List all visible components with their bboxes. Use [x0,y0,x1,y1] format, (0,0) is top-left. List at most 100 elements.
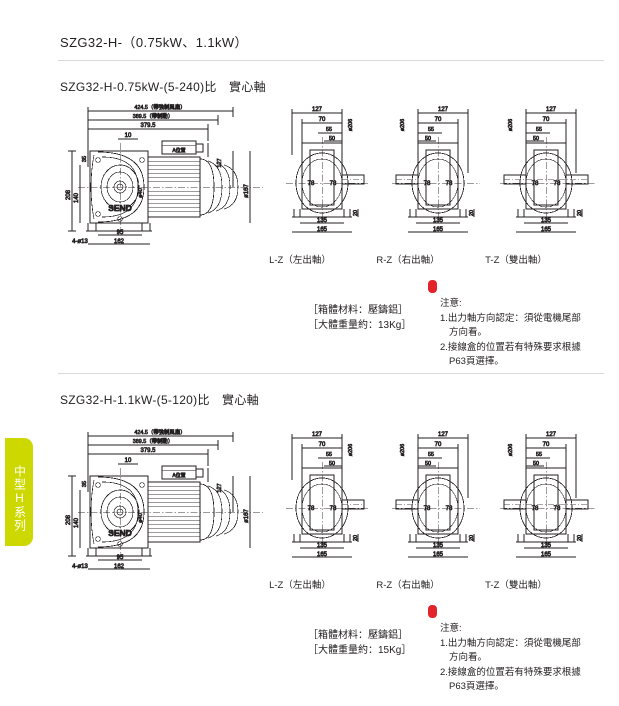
dim-127-main: 127 [217,158,223,167]
dim-20: 20 [577,535,583,541]
side-view-lz: 127 70 55 50 [286,107,370,233]
dim-78-right: 78 [330,181,337,187]
dim-140: 140 [74,517,80,528]
caption-lz-1: L-Z（左出軸） [269,255,331,266]
dim-d206: ø206 [508,119,514,131]
dim-165: 165 [541,552,552,558]
dim-379: 379.5 [140,123,156,129]
page-title: SZG32-H-（0.75kW、1.1kW） [60,35,248,50]
dim-78-left: 78 [532,181,539,187]
note-2a-2: 2.接線盒的位置若有特殊要求根據 [440,666,581,678]
section2-drawing: 424.5（帶強制風扇） 389.5（帶制動） 379.5 10 [58,420,606,575]
dim-165: 165 [317,552,328,558]
dim-127-main: 127 [217,483,223,492]
side-tab-label: 中型H系列 [12,465,27,532]
dim-55: 55 [536,127,542,133]
dim-d206: ø206 [348,119,354,131]
section1-subtitle: SZG32-H-0.75kW-(5-240)比 實心軸 [60,80,266,94]
dim-165: 165 [317,227,328,233]
section2-divider [58,373,604,374]
dim-127: 127 [438,107,449,113]
caption-lz-2: L-Z（左出軸） [269,580,331,591]
note-2b-2: P63頁選擇。 [449,681,504,692]
dim-50: 50 [533,461,539,467]
dim-d167: ø167 [244,184,250,198]
dim-165: 165 [433,552,444,558]
dim-78-right: 78 [330,506,337,512]
dim-135: 135 [433,543,444,549]
side-view-tz: 127 70 55 50 [500,432,596,558]
dim-127: 127 [438,432,449,438]
dim-165: 165 [433,227,444,233]
label-a-position: A位置 [172,472,185,479]
dim-50: 50 [533,136,539,142]
section2-material-notes: ［箱體材料：壓鑄鋁］ ［大體重量約：15Kg］ [308,628,411,658]
dim-70: 70 [543,442,550,448]
dim-50: 50 [329,136,335,142]
notes-heading-1: 注意: [440,298,462,309]
note-1a: 1.出力軸方向認定：須從電機尾部 [440,312,581,324]
dim-162: 162 [114,564,125,570]
section1-notes: 注意: 1.出力軸方向認定：須從電機尾部 方向看。 2.接線盒的位置若有特殊要求… [440,297,581,370]
note-1b: 方向看。 [449,327,488,338]
dim-135: 135 [317,218,328,224]
brand-logo-main1: SEND [108,203,132,213]
dim-389: 389.5（帶制動） [133,112,173,120]
attention-marker-2 [428,605,437,618]
dim-78-left: 78 [424,506,431,512]
dim-4-d13: 4-ø13 [72,239,88,245]
note-1a-2: 1.出力軸方向認定：須從電機尾部 [440,637,581,649]
dim-55: 55 [326,452,332,458]
dim-70: 70 [319,117,326,123]
dim-4-d13: 4-ø13 [72,564,88,570]
dim-135: 135 [541,218,552,224]
dim-78-left: 78 [308,506,315,512]
dim-35: 35 [82,481,88,487]
section1-drawing-svg: 424.5（帶強制風扇） 389.5（帶制動） 379.5 10 [66,103,596,245]
dim-127: 127 [312,107,323,113]
dim-424: 424.5（帶強制風扇） [134,428,185,436]
side-view-tz: 127 70 55 50 [500,107,596,233]
side-view-rz: 127 70 55 50 [392,432,480,558]
dim-50: 50 [329,461,335,467]
dim-165: 165 [541,227,552,233]
dim-78-left: 78 [308,181,315,187]
dim-50: 50 [425,461,431,467]
dim-78-right: 78 [446,181,453,187]
section2-notes: 注意: 1.出力軸方向認定：須從電機尾部 方向看。 2.接線盒的位置若有特殊要求… [440,622,581,695]
dim-20: 20 [577,210,583,216]
dim-95: 95 [117,230,124,236]
dim-78-right: 78 [446,506,453,512]
section2-drawing-svg: 424.5（帶強制風扇） 389.5（帶制動） 379.5 10 [66,428,596,570]
title-divider [58,60,604,61]
side-tab-series[interactable]: 中型H系列 [5,438,33,546]
dim-424: 424.5（帶強制風扇） [134,103,185,111]
brand-logo-main2: SEND [108,528,132,538]
dim-70: 70 [435,442,442,448]
dim-208: 208 [66,514,72,525]
dim-20: 20 [353,535,359,541]
dim-55: 55 [326,127,332,133]
dim-10: 10 [125,133,132,139]
material-note-2: ［箱體材料：壓鑄鋁］ [308,630,408,641]
dim-70: 70 [319,442,326,448]
dim-95: 95 [117,555,124,561]
weight-note-2: ［大體重量約：15Kg］ [308,645,412,656]
dim-d206: ø206 [348,444,354,456]
dim-d206: ø206 [400,119,406,131]
dim-d206: ø206 [508,444,514,456]
dim-78-right: 78 [554,181,561,187]
notes-heading-2: 注意: [440,623,462,634]
dim-389: 389.5（帶制動） [133,437,173,445]
dim-shaft-d40: ø40 [138,513,144,523]
section1-drawing: 424.5（帶強制風扇） 389.5（帶制動） 379.5 10 [58,95,606,250]
dim-127: 127 [546,107,557,113]
dim-135: 135 [433,218,444,224]
dim-78-left: 78 [424,181,431,187]
weight-note-1: ［大體重量約：13Kg］ [308,320,412,331]
dim-135: 135 [541,543,552,549]
dim-shaft-d40: ø40 [138,188,144,198]
dim-78-left: 78 [532,506,539,512]
dim-55: 55 [536,452,542,458]
